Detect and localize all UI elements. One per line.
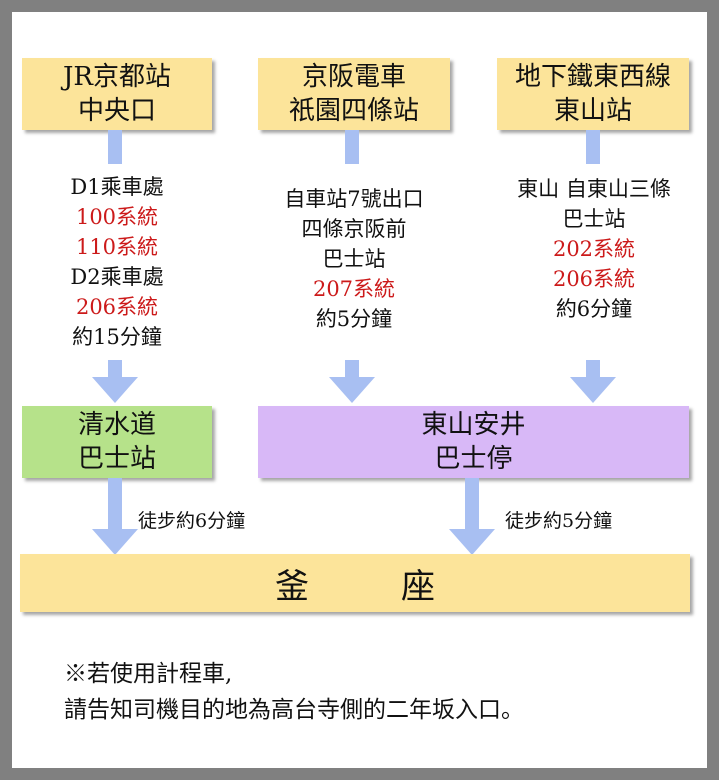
destination-box: 釜 座 xyxy=(20,554,690,612)
arrow-stem-right-mid xyxy=(586,360,600,378)
stop-kiyomizu-michi: 清水道 巴士站 xyxy=(22,406,212,478)
route-left-line: 110系統 xyxy=(75,235,159,259)
route-middle-line: 自車站7號出口 xyxy=(284,187,424,211)
arrow-stem-right-bottom xyxy=(465,478,479,530)
route-middle-line: 約5分鐘 xyxy=(315,307,393,331)
route-left-line: D1乘車處 xyxy=(70,175,164,199)
origin-keihan-gion: 京阪電車 祇園四條站 xyxy=(258,58,450,130)
arrow-head-right-bottom xyxy=(449,529,495,555)
route-right: 東山 自東山三條 巴士站 202系統 206系統 約6分鐘 xyxy=(494,174,694,324)
route-middle-line: 巴士站 xyxy=(322,247,386,271)
route-middle: 自車站7號出口 四條京阪前 巴士站 207系統 約5分鐘 xyxy=(258,184,450,334)
arrow-stem-middle-mid xyxy=(345,360,359,378)
route-left-line: 100系統 xyxy=(75,205,159,229)
stop-higashiyama-yasui: 東山安井 巴士停 xyxy=(258,406,689,478)
stop-higashiyama-yasui-line2: 巴士停 xyxy=(434,444,513,474)
route-right-line: 202系統 xyxy=(552,237,636,261)
origin-higashiyama-line1: 地下鐵東西線 xyxy=(514,62,671,92)
origin-jr-kyoto-line1: JR京都站 xyxy=(63,62,171,92)
route-middle-line: 四條京阪前 xyxy=(301,217,407,241)
arrow-stem-left-bottom xyxy=(108,478,122,530)
stop-higashiyama-yasui-line1: 東山安井 xyxy=(421,410,526,440)
arrow-head-right-mid xyxy=(570,377,616,403)
origin-jr-kyoto-line2: 中央口 xyxy=(77,96,156,126)
taxi-note-line1: ※若使用計程車, xyxy=(64,661,233,687)
walk-time-right: 徒步約5分鐘 xyxy=(505,510,613,532)
origin-higashiyama-line2: 東山站 xyxy=(553,96,632,126)
arrow-head-left-mid xyxy=(92,377,138,403)
taxi-note-line2: 請告知司機目的地為高台寺側的二年坂入口。 xyxy=(64,697,524,723)
origin-keihan-gion-line1: 京阪電車 xyxy=(301,62,406,92)
arrow-head-middle-mid xyxy=(329,377,375,403)
taxi-note: ※若使用計程車, 請告知司機目的地為高台寺側的二年坂入口。 xyxy=(64,656,524,728)
route-right-line: 206系統 xyxy=(552,267,636,291)
route-right-line: 巴士站 xyxy=(562,207,626,231)
route-left-line: D2乘車處 xyxy=(70,265,164,289)
origin-jr-kyoto: JR京都站 中央口 xyxy=(22,58,212,130)
arrow-head-left-bottom xyxy=(92,529,138,555)
route-right-line: 約6分鐘 xyxy=(555,297,633,321)
origin-higashiyama: 地下鐵東西線 東山站 xyxy=(497,58,689,130)
route-left-line: 約15分鐘 xyxy=(72,325,162,349)
origin-keihan-gion-line2: 祇園四條站 xyxy=(288,96,419,126)
arrow-stem-left-mid xyxy=(108,360,122,378)
destination-char-1: 釜 xyxy=(275,566,309,607)
arrow-stem-right-top xyxy=(586,130,600,164)
route-right-line: 東山 自東山三條 xyxy=(517,177,671,201)
stop-kiyomizu-michi-line2: 巴士站 xyxy=(77,444,156,474)
stop-kiyomizu-michi-line1: 清水道 xyxy=(77,410,156,440)
arrow-stem-middle-top xyxy=(345,130,359,164)
route-left: D1乘車處 100系統 110系統 D2乘車處 206系統 約15分鐘 xyxy=(42,172,192,352)
walk-time-left: 徒步約6分鐘 xyxy=(138,510,246,532)
destination-char-2: 座 xyxy=(401,566,435,607)
arrow-stem-left-top xyxy=(108,130,122,164)
route-left-line: 206系統 xyxy=(75,295,159,319)
route-middle-line: 207系統 xyxy=(312,277,396,301)
